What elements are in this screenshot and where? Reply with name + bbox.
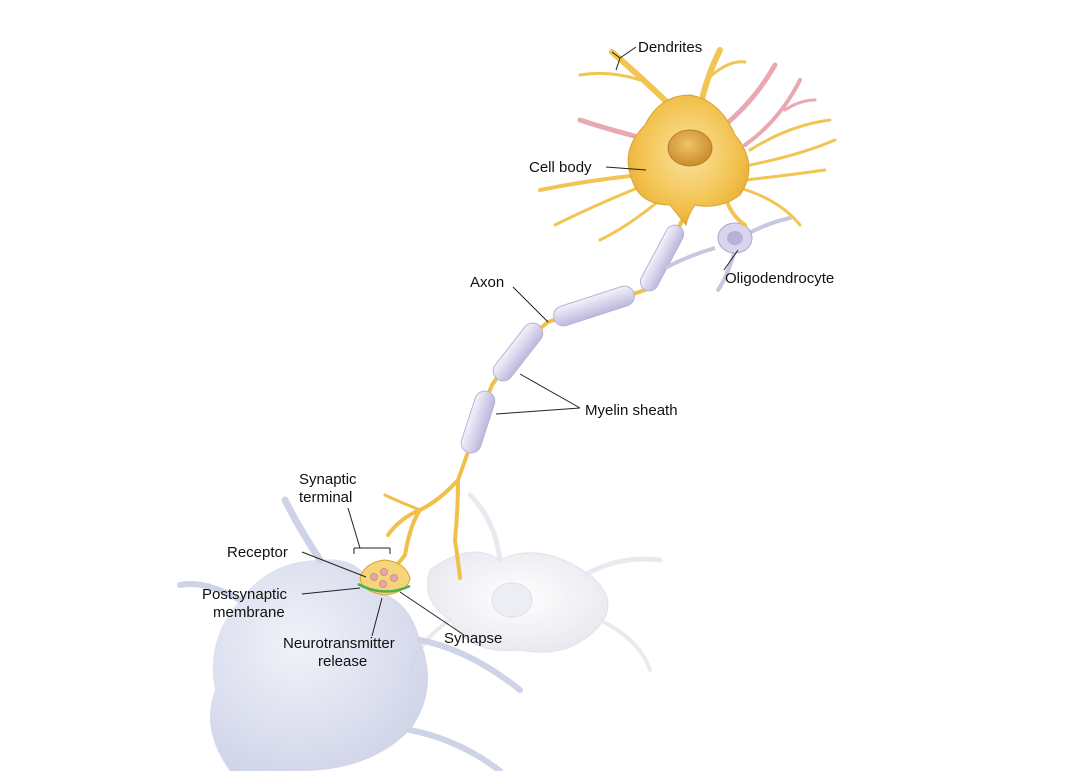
label-axon: Axon [470,274,504,291]
label-myelin-sheath: Myelin sheath [585,402,678,419]
label-cell-body: Cell body [529,159,592,176]
myelin-segment [492,322,544,382]
label-postsynaptic-line2: membrane [213,604,285,621]
label-synapse: Synapse [444,630,502,647]
label-postsynaptic-line1: Postsynaptic [202,586,288,603]
axon [383,208,690,580]
label-receptor: Receptor [227,544,288,561]
label-synaptic-terminal-line1: Synaptic [299,471,357,488]
background-neuron [408,492,663,672]
cell-body [627,94,750,227]
label-neurotransmitter-line1: Neurotransmitter [283,635,395,652]
oligodendrocyte-cell [664,216,792,292]
myelin-segment [639,224,685,292]
label-synaptic-terminal-line2: terminal [299,489,352,506]
synaptic-terminal-bulb [357,559,411,596]
label-oligodendrocyte: Oligodendrocyte [725,270,834,287]
myelin-sheath-segments [460,224,685,454]
label-neurotransmitter-line2: release [318,653,367,670]
myelin-segment [460,390,496,454]
leader-lines [301,46,739,637]
nucleus [667,129,713,167]
labels: Dendrites Cell body Axon Oligodendrocyte… [202,39,834,670]
label-dendrites: Dendrites [638,39,702,56]
postsynaptic-cell [177,496,523,771]
myelin-segment [553,285,635,327]
